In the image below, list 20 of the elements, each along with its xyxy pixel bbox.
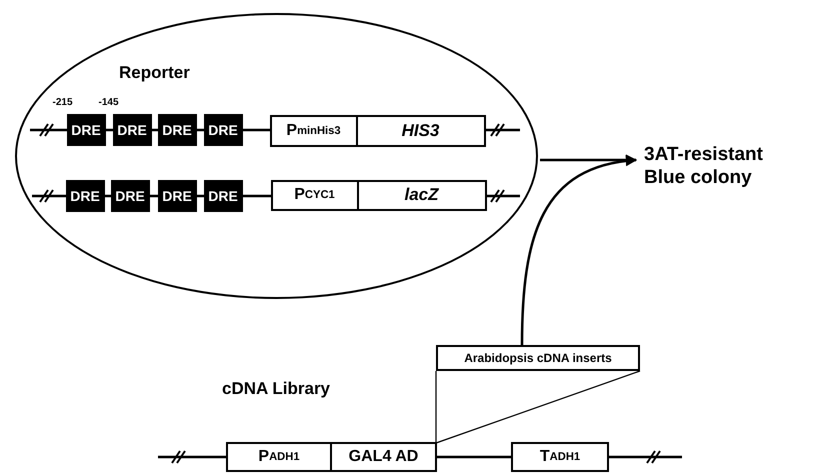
construct-title: Reporter xyxy=(119,63,190,83)
reporter-ellipse xyxy=(15,13,538,299)
dre-element-box: DRE xyxy=(158,114,196,146)
construct-title: cDNA Library xyxy=(222,379,330,399)
result-text: 3AT-resistant Blue colony xyxy=(644,141,794,191)
dre-element-box: DRE xyxy=(110,180,150,212)
connector-line xyxy=(435,370,641,444)
insert-box: Arabidopsis cDNA inserts xyxy=(436,345,640,371)
dre-element-box: DRE xyxy=(204,114,242,146)
activation-domain-box: GAL4 AD xyxy=(330,442,437,472)
position-label: -145 xyxy=(98,96,119,108)
gene-box: HIS3 xyxy=(356,114,486,146)
dre-element-box: DRE xyxy=(66,114,106,146)
arrow xyxy=(520,156,638,346)
gene-box: lacZ xyxy=(356,180,486,210)
position-label: -215 xyxy=(52,96,73,108)
dre-element-box: DRE xyxy=(204,180,242,212)
dre-element-box: DRE xyxy=(158,180,196,212)
dre-element-box: DRE xyxy=(112,114,152,146)
dre-element-box: DRE xyxy=(66,180,104,212)
